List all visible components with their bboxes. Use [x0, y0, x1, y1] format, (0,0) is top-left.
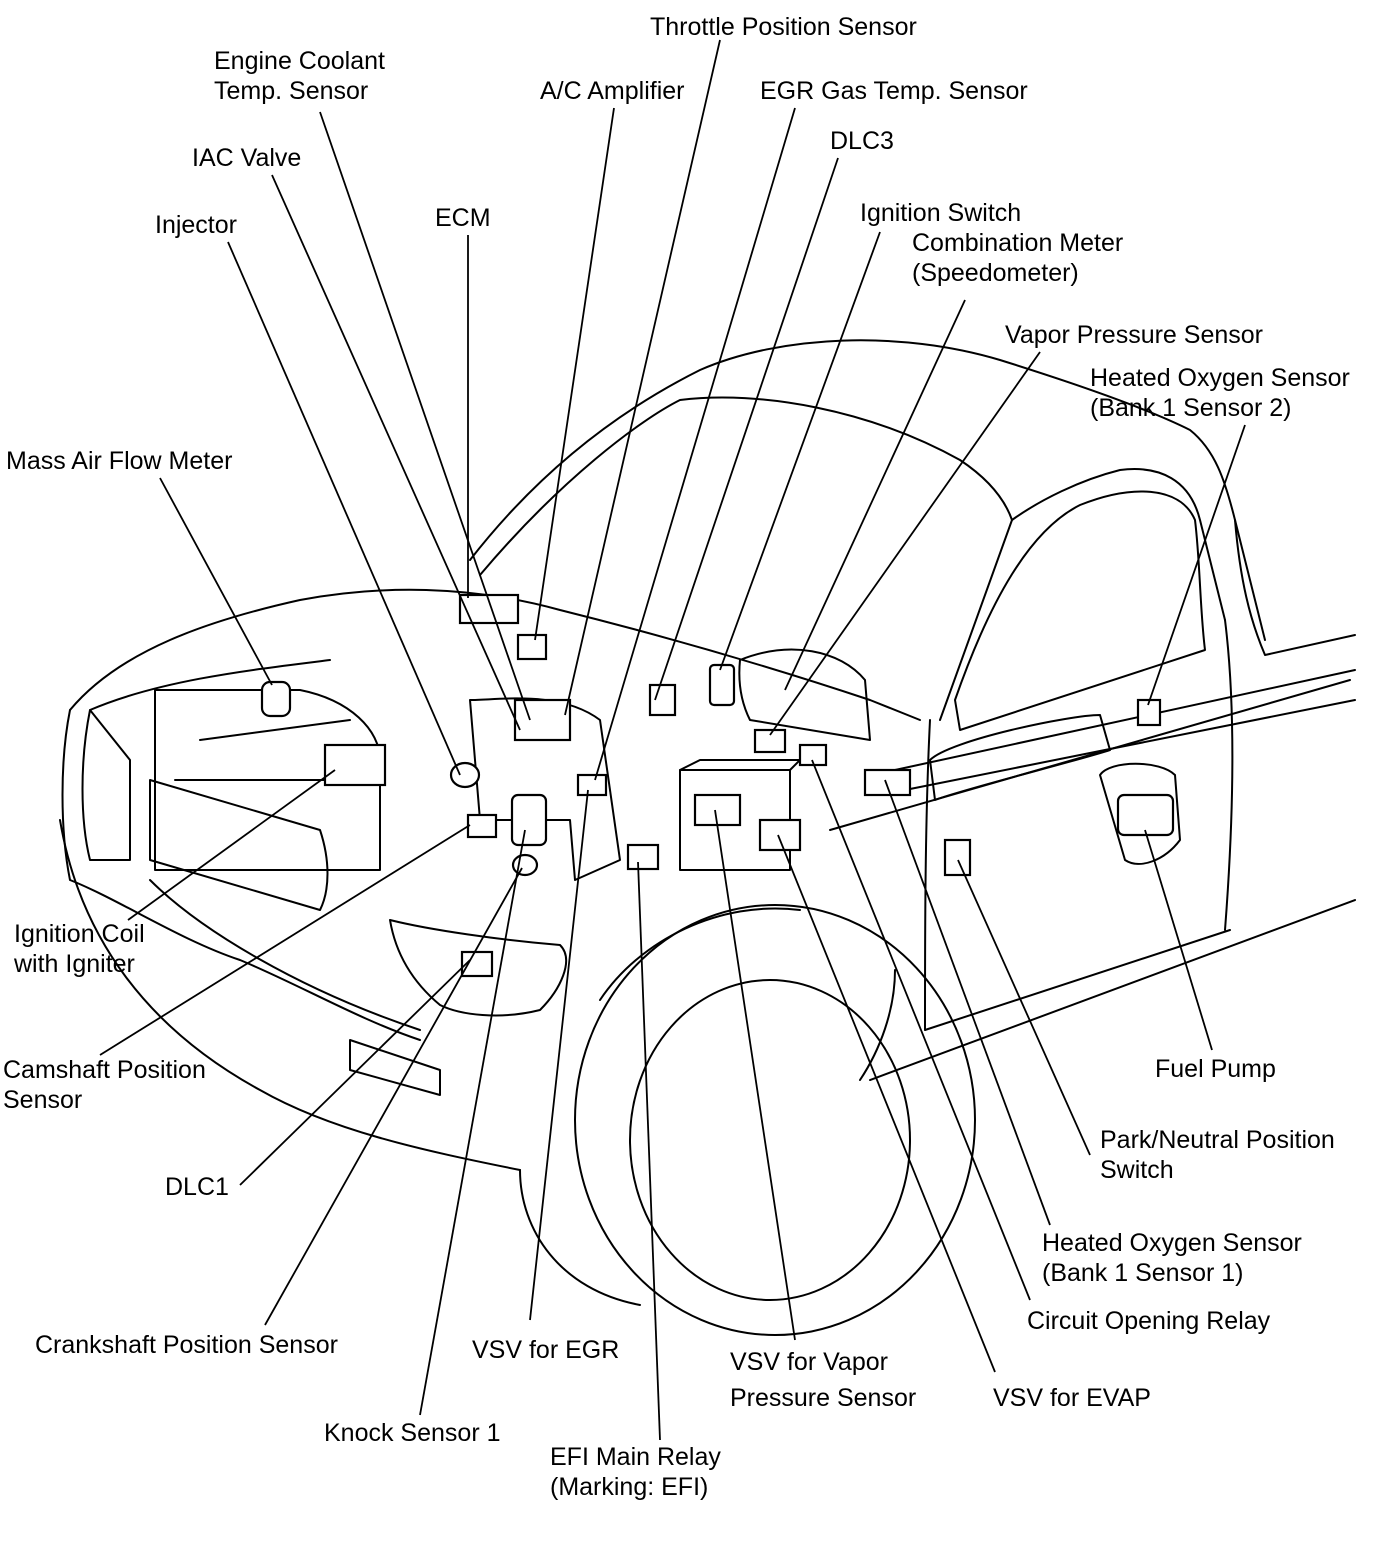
leader-combination-meter: [784, 299, 966, 691]
leader-vsv-egr: [529, 789, 589, 1321]
label-efi-main-relay: EFI Main Relay (Marking: EFI): [550, 1442, 721, 1502]
label-ignition-coil: Ignition Coil with Igniter: [14, 919, 145, 979]
label-engine-coolant-temp-sensor: Engine Coolant Temp. Sensor: [214, 46, 385, 106]
label-dlc1: DLC1: [165, 1173, 229, 1201]
leader-throttle-position-sensor: [564, 39, 721, 716]
label-engine-coolant-temp-sensor-line1: Engine Coolant: [214, 47, 385, 75]
label-mass-air-flow-meter: Mass Air Flow Meter: [6, 447, 233, 475]
label-vapor-pressure-sensor: Vapor Pressure Sensor: [1005, 321, 1263, 349]
camshaft-sensor-unit: [466, 813, 498, 839]
leader-fuel-pump: [1144, 829, 1213, 1051]
leader-ho2-b1s2: [1147, 424, 1246, 706]
leader-park-neutral-switch: [957, 859, 1091, 1156]
vsv-vapor-unit: [693, 793, 742, 827]
leader-engine-coolant-temp-sensor: [319, 111, 531, 721]
vsv-egr-unit: [576, 773, 608, 797]
leader-iac-valve: [271, 174, 521, 731]
label-ignition-coil-line1: Ignition Coil: [14, 920, 145, 948]
components: [260, 593, 1175, 978]
label-ho2-sensor-b1s1: Heated Oxygen Sensor (Bank 1 Sensor 1): [1042, 1228, 1302, 1288]
park-neutral-switch-unit: [943, 838, 972, 877]
vapor-pressure-sensor-unit: [753, 728, 787, 754]
label-crankshaft-position-sensor: Crankshaft Position Sensor: [35, 1331, 338, 1359]
label-ignition-switch: Ignition Switch: [860, 199, 1022, 227]
vsv-evap-unit: [758, 818, 802, 852]
label-throttle-position-sensor: Throttle Position Sensor: [650, 13, 917, 41]
label-efi-main-relay-line1: EFI Main Relay: [550, 1443, 721, 1471]
label-efi-main-relay-line2: (Marking: EFI): [550, 1473, 709, 1501]
label-fuel-pump: Fuel Pump: [1155, 1055, 1276, 1083]
label-iac-valve: IAC Valve: [192, 144, 302, 172]
leader-crankshaft-position-sensor: [264, 867, 523, 1326]
leader-dlc1: [239, 959, 471, 1186]
label-ho2-sensor-b1s2: Heated Oxygen Sensor (Bank 1 Sensor 2): [1090, 363, 1350, 423]
leader-dlc3: [654, 157, 839, 701]
label-combination-meter: Combination Meter (Speedometer): [912, 228, 1123, 288]
label-camshaft-position-sensor-line2: Sensor: [3, 1086, 83, 1114]
leader-knock-sensor: [419, 829, 526, 1416]
leader-camshaft-position-sensor: [99, 824, 471, 1056]
label-park-neutral-switch: Park/Neutral Position Switch: [1100, 1125, 1335, 1185]
label-ho2-sensor-b1s1-line1: Heated Oxygen Sensor: [1042, 1229, 1302, 1257]
circuit-opening-relay-unit: [798, 743, 828, 767]
label-park-neutral-switch-line1: Park/Neutral Position: [1100, 1126, 1335, 1154]
label-park-neutral-switch-line2: Switch: [1100, 1156, 1174, 1184]
label-ho2-sensor-b1s2-line2: (Bank 1 Sensor 2): [1090, 394, 1292, 422]
label-camshaft-position-sensor-line1: Camshaft Position: [3, 1056, 206, 1084]
leader-vsv-vapor: [714, 809, 796, 1341]
mass-air-flow-meter-unit: [260, 680, 292, 718]
label-vsv-vapor-line1: VSV for Vapor: [730, 1348, 888, 1376]
label-camshaft-position-sensor: Camshaft Position Sensor: [3, 1055, 206, 1115]
leader-ac-amplifier: [534, 107, 615, 641]
label-engine-coolant-temp-sensor-line2: Temp. Sensor: [214, 77, 369, 105]
fuel-pump-unit: [1116, 793, 1175, 837]
leader-vsv-evap: [777, 834, 996, 1373]
knock-sensor-unit: [510, 793, 548, 847]
ac-amplifier-unit: [516, 633, 548, 661]
leader-ignition-switch: [719, 231, 881, 671]
label-vsv-egr: VSV for EGR: [472, 1336, 620, 1364]
leader-mass-air-flow-meter: [159, 477, 273, 686]
label-combination-meter-line1: Combination Meter: [912, 229, 1124, 257]
label-ignition-coil-line2: with Igniter: [14, 950, 135, 978]
leader-efi-main-relay: [637, 861, 661, 1441]
label-circuit-opening-relay: Circuit Opening Relay: [1027, 1307, 1271, 1335]
injector-unit: [449, 761, 481, 789]
label-ho2-sensor-b1s2-line1: Heated Oxygen Sensor: [1090, 364, 1350, 392]
leader-vapor-pressure-sensor: [769, 351, 1041, 736]
throttle-body-unit: [513, 698, 572, 742]
leader-ho2-b1s1: [884, 779, 1051, 1226]
label-ac-amplifier: A/C Amplifier: [540, 77, 685, 105]
label-vsv-vapor-line2: Pressure Sensor: [730, 1384, 917, 1412]
label-vsv-evap: VSV for EVAP: [993, 1384, 1151, 1412]
label-ecm: ECM: [435, 204, 491, 232]
label-combination-meter-line2: (Speedometer): [912, 259, 1079, 287]
leader-circuit-opening-relay: [811, 759, 1031, 1301]
vehicle-body-outline: [59, 339, 1356, 1336]
label-knock-sensor: Knock Sensor 1: [324, 1419, 501, 1447]
label-injector: Injector: [155, 211, 237, 239]
efi-main-relay-unit: [626, 843, 660, 871]
label-dlc3: DLC3: [830, 127, 894, 155]
leader-injector: [227, 241, 461, 776]
leader-lines: [99, 39, 1246, 1441]
dlc3-unit: [648, 683, 677, 717]
label-ho2-sensor-b1s1-line2: (Bank 1 Sensor 1): [1042, 1259, 1244, 1287]
label-egr-gas-temp-sensor: EGR Gas Temp. Sensor: [760, 77, 1028, 105]
ho2-sensor-b1s1-unit: [863, 768, 912, 797]
ignition-switch-unit: [708, 663, 736, 707]
leader-egr-gas-temp-sensor: [594, 107, 796, 781]
ignition-coil-unit: [323, 743, 387, 787]
leader-ignition-coil: [127, 769, 336, 921]
label-vsv-vapor: VSV for Vapor Pressure Sensor: [730, 1347, 916, 1413]
